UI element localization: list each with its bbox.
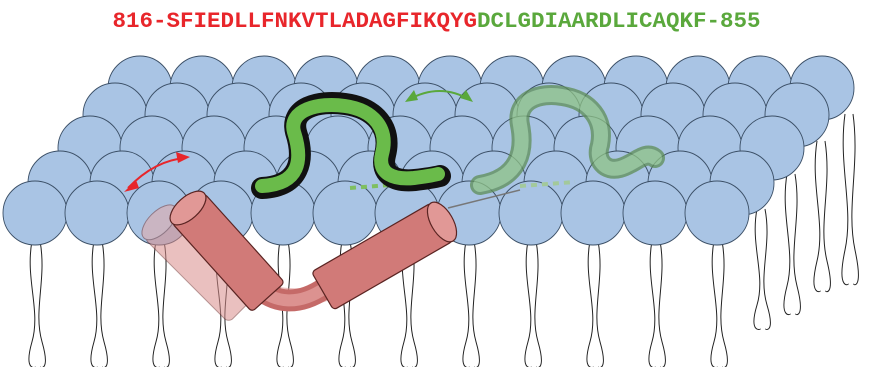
lipid-head [499, 181, 563, 245]
lipid-tail [39, 241, 46, 367]
lipid-tail [824, 141, 831, 292]
lipid-tail [852, 114, 859, 285]
lipid-tail [473, 241, 480, 367]
lipid-tail [721, 241, 728, 367]
lipid-tail [525, 241, 531, 367]
lipid-tail [754, 209, 760, 329]
lipid-tail [649, 241, 655, 367]
lipid-tail [29, 241, 35, 367]
lipid-tail [659, 241, 666, 367]
lipid-head [65, 181, 129, 245]
lipid-tail [587, 241, 593, 367]
lipid-tail [535, 241, 542, 367]
lipid-tail [597, 241, 604, 367]
lipid-tail [91, 241, 97, 367]
lipid-tail [764, 209, 771, 329]
lipid-tail [794, 174, 801, 315]
lipid-tail [711, 241, 717, 367]
lipid-tail [842, 114, 848, 285]
lipid-tail [101, 241, 108, 367]
lipid-tail [153, 241, 159, 367]
lipid-head [3, 181, 67, 245]
lipid-tail [814, 141, 820, 292]
lipid-head [623, 181, 687, 245]
lipid-tail [463, 241, 469, 367]
lipid-head [685, 181, 749, 245]
lipid-tail [784, 174, 790, 315]
lipid-head [561, 181, 625, 245]
lipid-head [313, 181, 377, 245]
